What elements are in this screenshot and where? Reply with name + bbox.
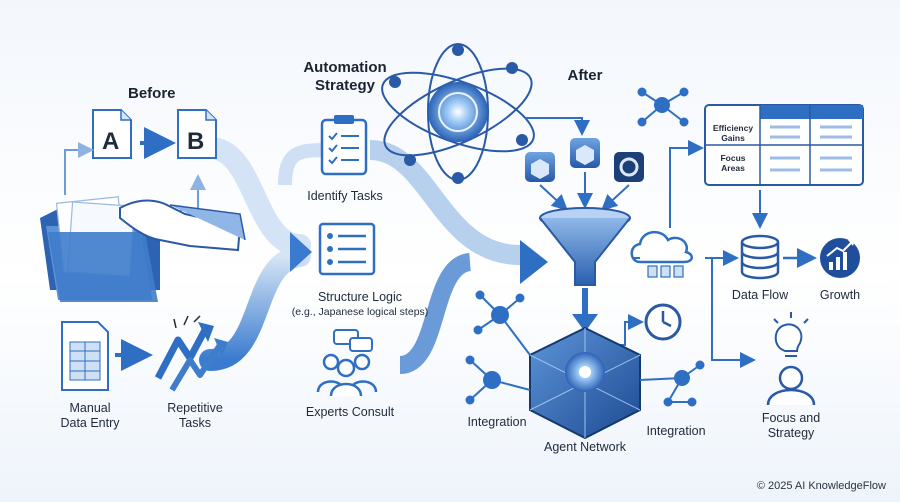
flow-band-upper: [199, 137, 311, 256]
arrow-cube3-to-funnel: [601, 184, 630, 211]
structure-list-icon: [318, 222, 376, 276]
arrow-cloud-to-person: [711, 258, 756, 368]
left-arrow-head: [290, 232, 312, 272]
before-section: Before A B: [40, 85, 246, 430]
cloud-icon: [630, 231, 693, 278]
network-node-icon-top: [637, 87, 689, 127]
big-arrow-head: [520, 240, 548, 284]
focus-label-line1: Focus and: [762, 411, 820, 425]
arrow-cube1-to-funnel: [539, 184, 568, 211]
repetitive-label-line2: Tasks: [179, 416, 211, 430]
app-cube-icon-1: [525, 152, 555, 182]
flow-band-experts: [398, 253, 473, 374]
arrow-hex-to-clock: [615, 314, 644, 346]
experts-consult-label: Experts Consult: [306, 405, 395, 419]
table-row1-label-line1: Efficiency: [713, 123, 753, 133]
flow-band-to-funnel: [369, 140, 521, 265]
growth-chart-icon: [820, 238, 860, 278]
flow-band-lower: [199, 245, 311, 371]
document-a-icon: A: [92, 109, 132, 159]
app-cube-icon-2: [570, 138, 600, 168]
integration-right-label: Integration: [646, 424, 705, 438]
arrow-cloud-to-table: [669, 140, 704, 228]
manual-label-line2: Data Entry: [60, 416, 120, 430]
structure-logic-note: (e.g., Japanese logical steps): [292, 306, 429, 318]
table-row1-label-line2: Gains: [721, 133, 745, 143]
strategy-section: Automation Strategy Identify Tasks Struc…: [292, 59, 429, 419]
document-b-icon: B: [177, 109, 217, 159]
spreadsheet-icon: [61, 321, 109, 391]
integration-left-label: Integration: [467, 415, 526, 429]
manual-label-line1: Manual: [70, 401, 111, 415]
data-flow-label: Data Flow: [732, 288, 789, 302]
strategy-heading-line2: Strategy: [315, 77, 376, 94]
database-icon: [740, 234, 780, 280]
repetitive-label-line1: Repetitive: [167, 401, 223, 415]
app-cube-icon-3: [614, 152, 644, 182]
letter-b: B: [187, 128, 204, 155]
efficiency-table: Efficiency Gains Focus Areas: [704, 104, 864, 186]
after-heading: After: [567, 67, 602, 84]
person-idea-icon: [766, 312, 816, 406]
agent-network-label: Agent Network: [544, 440, 627, 454]
clock-icon: [644, 303, 682, 341]
funnel-icon: [539, 207, 631, 286]
repetitive-arrows-icon: [154, 315, 228, 392]
ai-core-atom-icon: [381, 43, 535, 184]
arrow-funnel-down-head: [572, 314, 598, 332]
flow-bands: [199, 137, 548, 374]
connector-folder-to-a: [64, 142, 94, 195]
focus-label-line2: Strategy: [768, 426, 815, 440]
table-row2-label-line1: Focus: [720, 153, 745, 163]
structure-logic-label: Structure Logic: [318, 290, 402, 304]
table-row2-label-line2: Areas: [721, 163, 745, 173]
identify-tasks-label: Identify Tasks: [307, 189, 383, 203]
arrow-atom-to-cube: [525, 117, 590, 136]
integration-network-right-icon: [639, 360, 705, 407]
clipboard-checklist-icon: [320, 115, 368, 176]
after-section: After: [465, 67, 864, 454]
strategy-heading-line1: Automation: [303, 59, 386, 76]
letter-a: A: [102, 128, 119, 155]
hand-icon: [119, 199, 246, 252]
folder-icon: [40, 196, 160, 302]
copyright-notice: © 2025 AI KnowledgeFlow: [756, 480, 886, 492]
integration-network-left-icon: [465, 290, 531, 405]
growth-label: Growth: [820, 288, 860, 302]
connector-hand-to-b: [180, 174, 206, 211]
experts-people-icon: [316, 329, 378, 397]
before-heading: Before: [128, 85, 176, 102]
agent-network-hex-icon: [529, 326, 641, 440]
